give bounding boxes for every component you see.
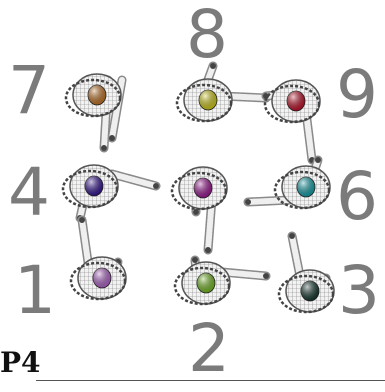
arm-mesh bbox=[109, 171, 159, 189]
hand-icon bbox=[205, 247, 211, 253]
label-6: 6 bbox=[336, 158, 378, 235]
body-shading bbox=[301, 281, 319, 301]
figure-8 bbox=[175, 61, 271, 123]
hand-icon bbox=[192, 257, 198, 263]
hand-icon bbox=[289, 233, 295, 239]
outline-shadow bbox=[170, 171, 228, 211]
body-shading bbox=[199, 90, 217, 110]
label-1: 1 bbox=[14, 252, 56, 329]
outline-shadow bbox=[61, 169, 119, 209]
outline-shadow bbox=[175, 83, 233, 123]
hand-icon bbox=[101, 145, 107, 151]
body-shading bbox=[85, 176, 103, 196]
figure-1 bbox=[69, 215, 127, 301]
label-2: 2 bbox=[188, 310, 230, 387]
figure-9 bbox=[261, 79, 321, 165]
outline-shadow bbox=[173, 266, 231, 306]
outline-shadow bbox=[263, 84, 321, 124]
figure-6 bbox=[243, 155, 331, 210]
figure-2 bbox=[173, 255, 271, 306]
caption-rule bbox=[36, 380, 385, 381]
label-9: 9 bbox=[336, 56, 378, 133]
body-shading bbox=[297, 177, 315, 197]
arm-mesh bbox=[219, 269, 269, 279]
figure-3 bbox=[277, 231, 335, 314]
caption-tag: P4 bbox=[0, 346, 41, 379]
body-shading bbox=[88, 85, 106, 105]
body-shading bbox=[194, 178, 212, 198]
body-shading bbox=[93, 268, 111, 288]
label-8: 8 bbox=[186, 0, 228, 73]
label-4: 4 bbox=[8, 154, 50, 231]
figure-4 bbox=[61, 164, 161, 223]
hand-icon bbox=[193, 209, 199, 215]
hand-icon bbox=[109, 135, 115, 141]
figure-7 bbox=[64, 73, 127, 153]
hand-icon bbox=[245, 199, 251, 205]
outline-shadow bbox=[277, 274, 335, 314]
label-7: 7 bbox=[8, 52, 50, 129]
hand-icon bbox=[263, 273, 269, 279]
arm-mesh bbox=[289, 233, 303, 279]
body-shading bbox=[287, 91, 305, 111]
outline-shadow bbox=[273, 170, 331, 210]
hand-icon bbox=[210, 63, 216, 69]
hand-icon bbox=[79, 217, 85, 223]
arm-mesh bbox=[79, 217, 91, 265]
hand-icon bbox=[315, 157, 321, 163]
outline-shadow bbox=[69, 261, 127, 301]
outline-shadow bbox=[64, 78, 122, 118]
arm-mesh bbox=[245, 197, 293, 205]
body-shading bbox=[197, 273, 215, 293]
figure-5 bbox=[170, 166, 228, 255]
label-3: 3 bbox=[338, 252, 380, 329]
hand-icon bbox=[153, 183, 159, 189]
